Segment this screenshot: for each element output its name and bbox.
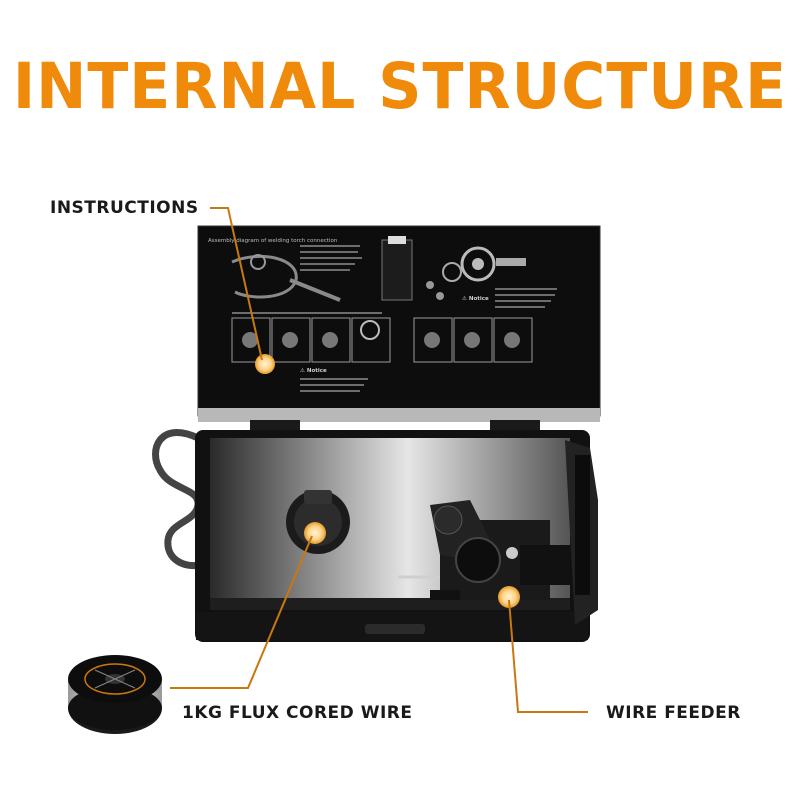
torch-cable — [152, 429, 202, 570]
page-title: INTERNAL STRUCTURE — [12, 50, 788, 124]
leader-line-instructions — [210, 207, 263, 361]
hotspot-dot — [498, 586, 520, 608]
panel-notice-1: ⚠ Notice — [462, 296, 489, 302]
leader-line-wire — [170, 535, 313, 689]
wire-feeder-mechanism — [398, 500, 570, 608]
hotspot-dot — [304, 522, 326, 544]
leader-lines — [170, 207, 588, 713]
label-instructions: INSTRUCTIONS — [50, 198, 199, 218]
label-flux-cored-wire: 1KG FLUX CORED WIRE — [182, 703, 413, 723]
flux-wire-spool — [68, 655, 162, 734]
label-wire-feeder: WIRE FEEDER — [606, 703, 741, 723]
instruction-panel: Assembly diagram of welding torch connec… — [197, 225, 601, 432]
panel-heading: Assembly diagram of welding torch connec… — [208, 238, 338, 244]
spool-hub — [286, 490, 350, 554]
leader-line-feeder — [508, 599, 588, 713]
panel-notice-2: ⚠ Notice — [300, 368, 327, 374]
hotspot-dot — [255, 354, 275, 374]
